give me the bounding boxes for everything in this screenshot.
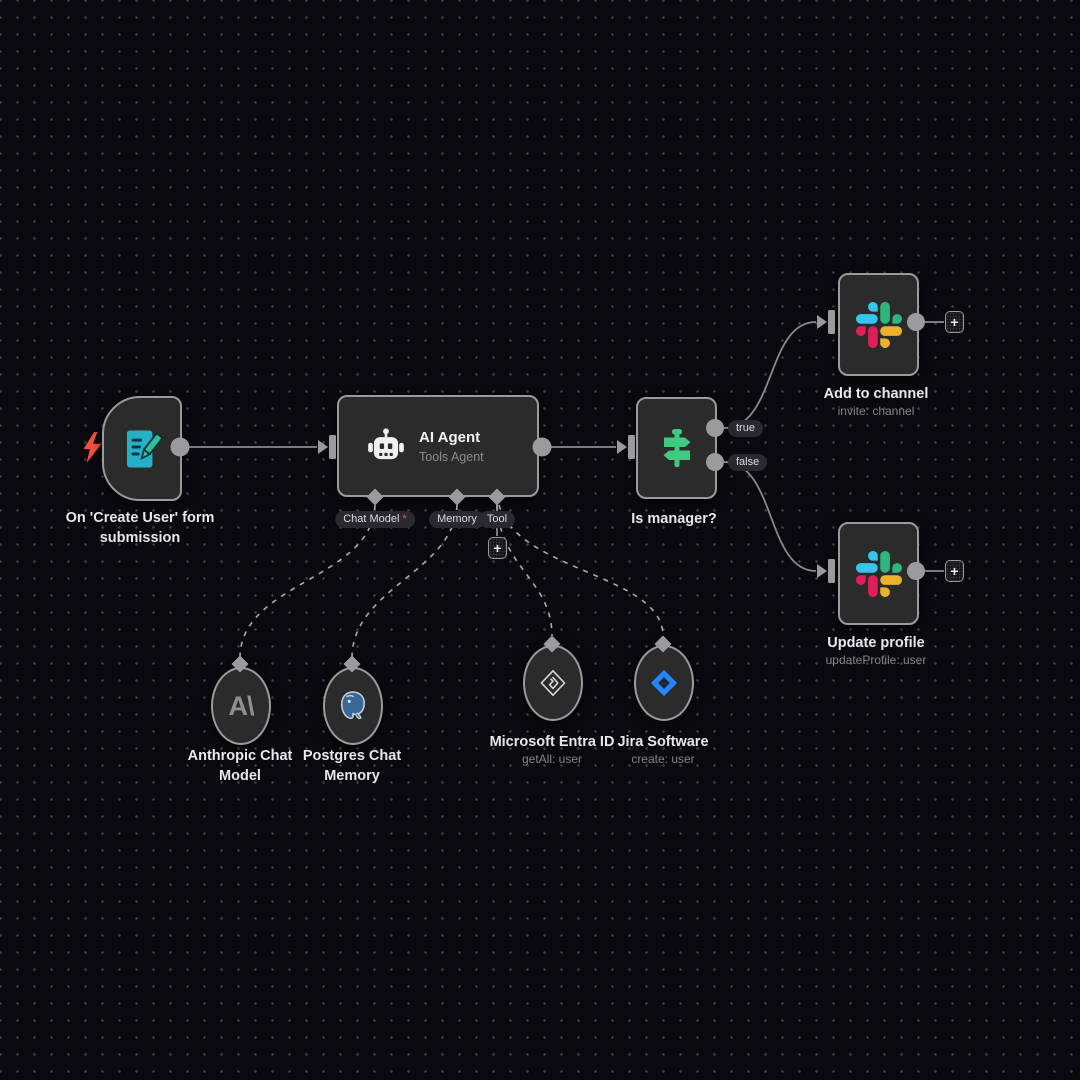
form-icon bbox=[126, 429, 163, 468]
node-anthropic-chat-model[interactable]: A\ bbox=[211, 667, 271, 745]
agent-port-label-memory: Memory bbox=[429, 511, 485, 528]
edge-agent-to-if[interactable] bbox=[551, 435, 635, 459]
slack-update-label: Update profile bbox=[827, 635, 925, 651]
jira-label: Jira Software bbox=[617, 734, 709, 750]
anthropic-label: Anthropic Chat Model bbox=[187, 748, 293, 784]
slack-add-label: Add to channel bbox=[823, 386, 929, 402]
add-next-node-button-top[interactable]: + bbox=[945, 311, 964, 333]
slack-icon bbox=[855, 550, 902, 597]
node-form-trigger[interactable] bbox=[102, 396, 182, 501]
switch-icon bbox=[663, 429, 690, 467]
node-microsoft-entra-id[interactable] bbox=[523, 645, 583, 721]
edge-if-false-to-slack-update[interactable] bbox=[723, 461, 835, 583]
jira-icon bbox=[650, 669, 678, 697]
postgres-icon bbox=[341, 691, 365, 720]
postgres-label: Postgres Chat Memory bbox=[302, 748, 402, 784]
entra-label: Microsoft Entra ID bbox=[489, 734, 615, 750]
agent-subtitle: Tools Agent bbox=[419, 450, 484, 464]
edge-trigger-to-agent[interactable] bbox=[188, 435, 336, 459]
required-asterisk: * bbox=[402, 513, 407, 525]
agent-title: AI Agent bbox=[419, 429, 481, 446]
slack-update-sublabel: updateProfile: user bbox=[825, 653, 927, 667]
node-is-manager[interactable] bbox=[636, 397, 717, 499]
add-next-node-button-bottom[interactable]: + bbox=[945, 560, 964, 582]
if-output-true-label: true bbox=[728, 420, 763, 437]
is-manager-label: Is manager? bbox=[631, 511, 717, 527]
entra-sublabel: getAll: user bbox=[521, 752, 583, 766]
if-output-false-label: false bbox=[728, 454, 768, 471]
slack-icon bbox=[855, 301, 902, 348]
add-tool-button[interactable]: + bbox=[488, 537, 507, 559]
slack-add-sublabel: invite: channel bbox=[837, 404, 915, 418]
agent-port-label-chat-model: Chat Model* bbox=[335, 511, 415, 528]
agent-port-label-tool: Tool bbox=[478, 511, 516, 528]
node-slack-update-profile[interactable] bbox=[838, 522, 919, 625]
robot-icon bbox=[368, 428, 404, 460]
node-postgres-chat-memory[interactable] bbox=[323, 667, 383, 745]
node-ai-agent[interactable]: AI Agent Tools Agent bbox=[337, 395, 539, 497]
node-jira-software[interactable] bbox=[634, 645, 694, 721]
form-trigger-label: On 'Create User' form submission bbox=[65, 510, 215, 546]
anthropic-icon: A\ bbox=[228, 690, 255, 721]
jira-sublabel: create: user bbox=[631, 752, 695, 766]
lightning-trigger-icon bbox=[83, 432, 102, 463]
node-slack-add-to-channel[interactable] bbox=[838, 273, 919, 376]
entra-id-icon bbox=[540, 669, 566, 697]
